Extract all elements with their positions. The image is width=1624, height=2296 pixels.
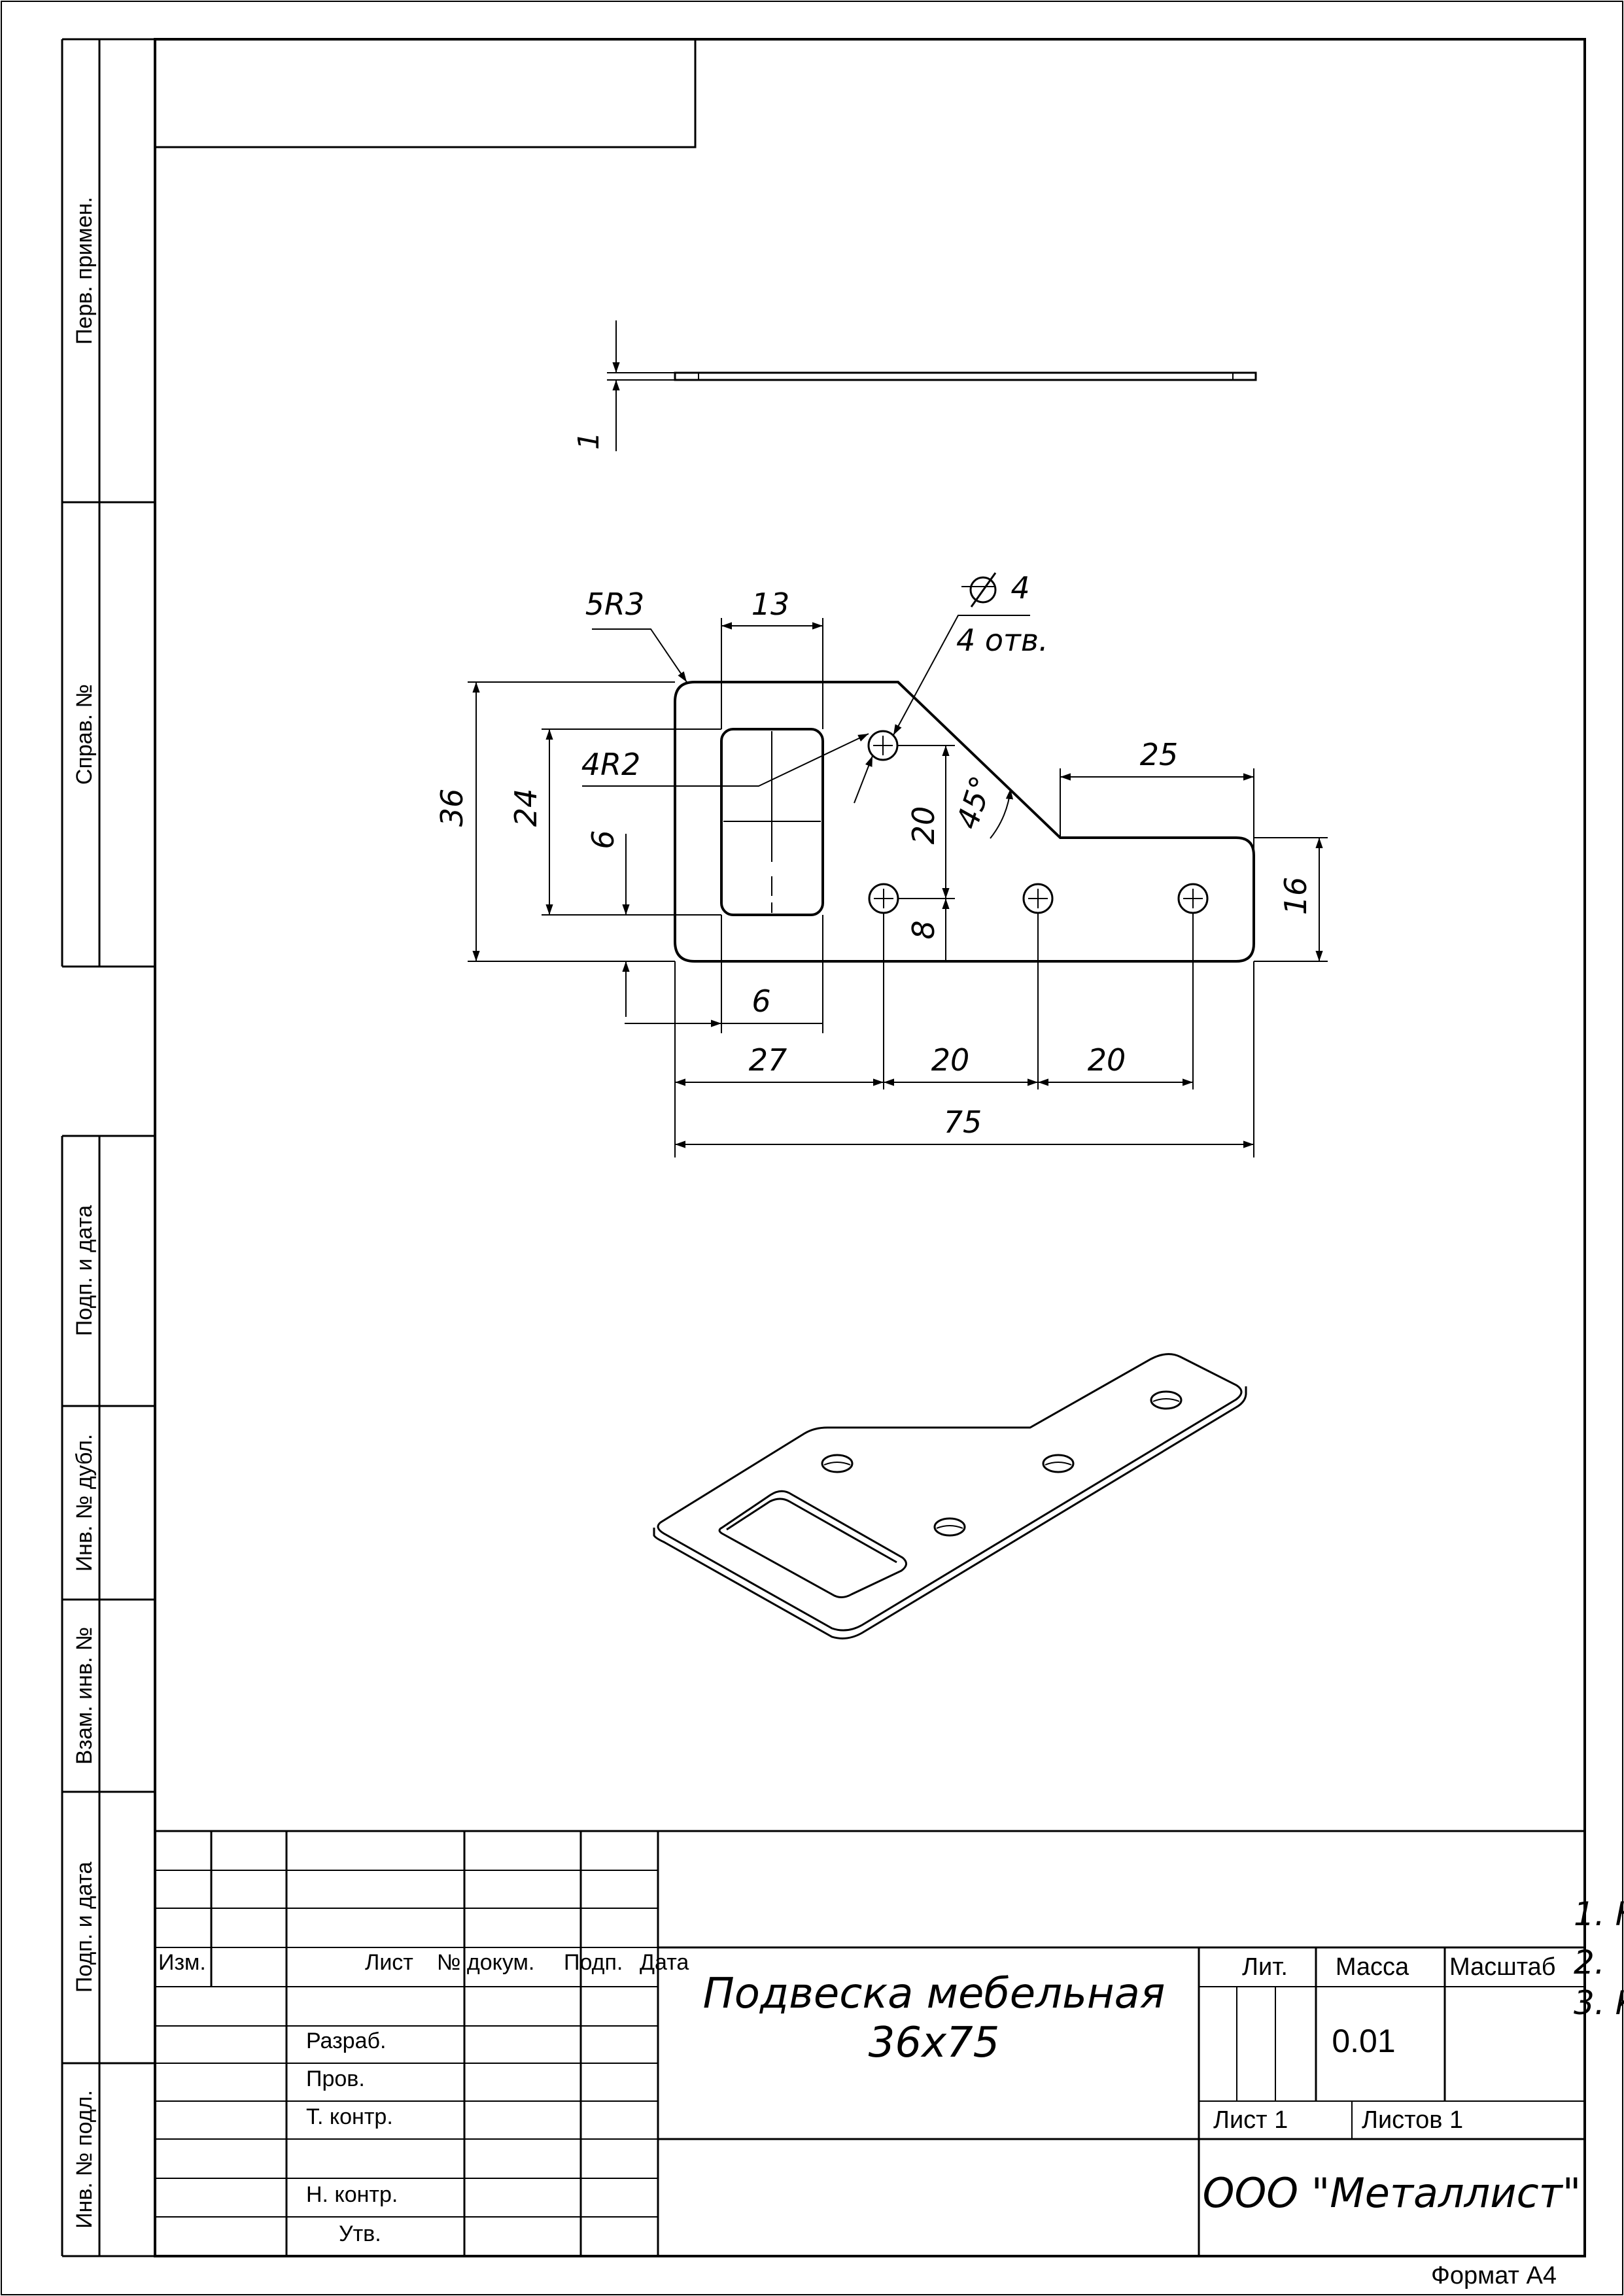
dim-hole-spacing-v: 20: [906, 806, 941, 845]
extension-lines: [468, 618, 1328, 1157]
part-size: 36х75: [869, 2019, 1000, 2067]
title-block-texts: Изм. Лист № докум. Подп. Дата Разраб. Пр…: [158, 1950, 1556, 2246]
row-utv: Утв.: [339, 2221, 381, 2246]
sheet-count: Листов 1: [1362, 2106, 1463, 2134]
dim-corner-outer: 5R3: [585, 587, 645, 622]
front-view: 36 24 6 6 5R3 13 4R2 4 4 отв. 20 45° 25 …: [434, 570, 1328, 1157]
centerlines: [723, 731, 821, 913]
left-margin-labels: Перв. примен. Справ. № Подп. и дата Инв.…: [72, 197, 97, 2229]
format-label: Формат А4: [1431, 2262, 1557, 2289]
note-3: 3. К: [1574, 1984, 1624, 2022]
row-t-kontr: Т. контр.: [306, 2104, 393, 2129]
label-perv-primen: Перв. примен.: [72, 197, 97, 345]
massa-label: Масса: [1336, 1953, 1409, 1981]
dim-total-height: 36: [434, 789, 470, 827]
dim-hole-offset-bottom: 8: [906, 920, 941, 939]
masshtab-label: Масштаб: [1449, 1953, 1556, 1981]
header-list: Лист: [365, 1950, 413, 1975]
dim-slot-height: 24: [508, 789, 544, 827]
notes-clipped: 1. Н 2. 3. К: [1574, 1895, 1624, 2022]
dim-hole-spacing-1: 20: [931, 1042, 970, 1078]
header-izm: Изм.: [158, 1950, 206, 1975]
dim-hole-x-first: 27: [749, 1042, 787, 1078]
massa-value: 0.01: [1332, 2023, 1395, 2059]
title-block-gost-texts: Подвеска мебельная 36х75 ООО "Металлист": [703, 1970, 1581, 2217]
note-2: 2.: [1574, 1944, 1605, 1981]
header-dokum: № докум.: [437, 1950, 534, 1975]
label-sprav-no: Справ. №: [72, 684, 97, 785]
slot: [720, 728, 824, 916]
isometric-view: [653, 1353, 1247, 1639]
part-name: Подвеска мебельная: [703, 1970, 1166, 2018]
side-view: 1: [572, 320, 1257, 451]
note-1: 1. Н: [1574, 1895, 1624, 1933]
dim-hole-count: 4 отв.: [956, 623, 1048, 658]
dim-right-width: 25: [1140, 737, 1179, 772]
row-razrab: Разраб.: [306, 2029, 386, 2053]
header-data: Дата: [640, 1950, 689, 1975]
label-inv-podl: Инв. № подл.: [72, 2090, 97, 2229]
title-block: [155, 1830, 1585, 2256]
dim-hole-spacing-2: 20: [1088, 1042, 1126, 1078]
dimension-texts: 36 24 6 6 5R3 13 4R2 4 4 отв. 20 45° 25 …: [434, 570, 1313, 1140]
lit-label: Лит.: [1242, 1953, 1288, 1981]
label-inv-dubl: Инв. № дубл.: [72, 1434, 97, 1572]
dim-chamfer-angle: 45°: [950, 772, 1000, 833]
dim-corner-slot: 4R2: [581, 747, 641, 782]
label-vzam-inv: Взам. инв. №: [72, 1627, 97, 1765]
dim-hole-diameter: 4: [1011, 570, 1029, 606]
row-n-kontr: Н. контр.: [306, 2182, 398, 2207]
sheet-number: Лист 1: [1213, 2106, 1288, 2134]
leaders: [582, 586, 1030, 804]
company-name: ООО "Металлист": [1203, 2169, 1581, 2217]
row-prov: Пров.: [306, 2066, 365, 2091]
header-podp: Подп.: [564, 1950, 623, 1975]
dim-total-width: 75: [944, 1105, 982, 1140]
plate-outline: [674, 681, 1255, 963]
label-podp-data-2: Подп. и дата: [72, 1862, 97, 1993]
dim-right-height: 16: [1278, 877, 1313, 916]
dim-slot-offset-h: 6: [752, 984, 770, 1019]
dimension-lines: [472, 622, 1323, 1148]
dim-thickness: 1: [572, 432, 606, 450]
diameter-icon: [969, 572, 997, 608]
label-podp-data-1: Подп. и дата: [72, 1205, 97, 1336]
side-view-plate: [674, 371, 1257, 381]
dim-slot-width: 13: [752, 587, 790, 622]
left-margin-columns: [61, 38, 155, 2257]
iso-outline-top: [657, 1353, 1243, 1632]
dim-slot-offset-v: 6: [585, 830, 621, 849]
